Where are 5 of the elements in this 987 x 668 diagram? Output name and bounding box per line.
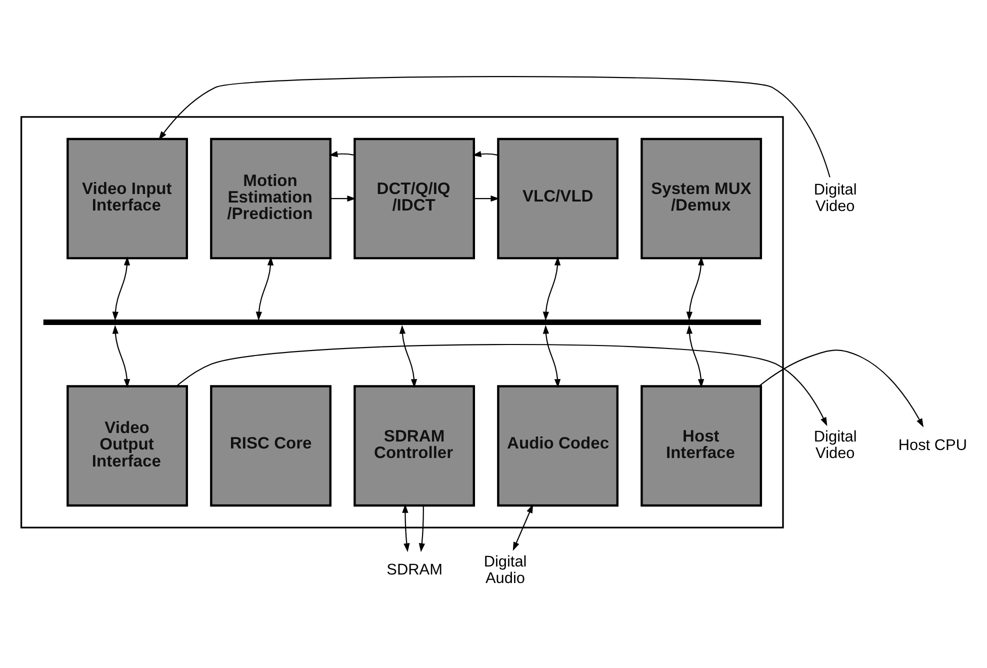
node-text: Digital Video [814, 428, 857, 462]
node-text: Host CPU [898, 436, 967, 454]
node-text: Digital Audio [484, 553, 527, 587]
node-text: SDRAM [386, 562, 442, 579]
node-text: Digital Video [814, 181, 857, 215]
